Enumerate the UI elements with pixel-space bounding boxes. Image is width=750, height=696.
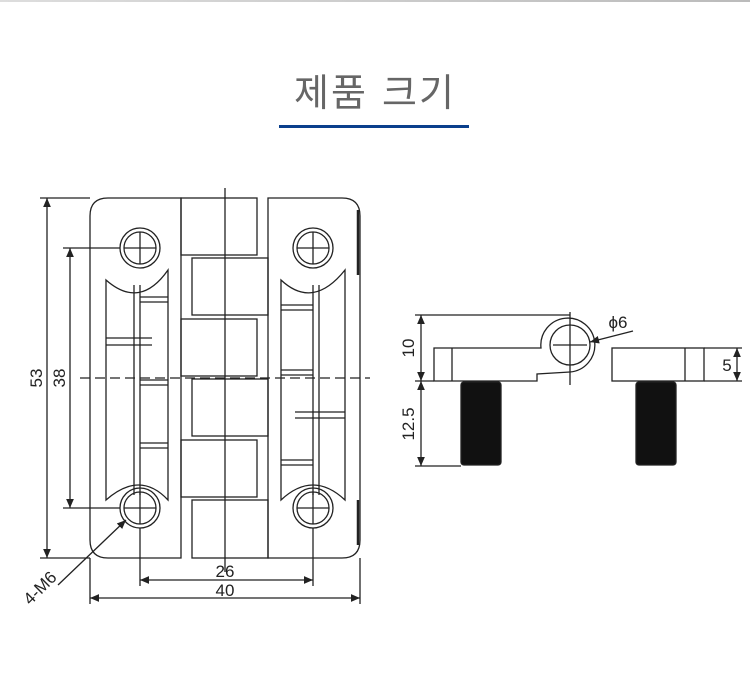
left-leaf [89,197,182,559]
mount-hole [119,227,161,269]
dim-pin-diameter: ϕ6 [609,313,628,332]
dim-26: 26 [216,562,235,581]
dim-40: 40 [216,581,235,600]
top-border [0,0,750,2]
mount-hole [119,487,161,529]
dim-12-5: 12.5 [399,407,418,440]
dim-5: 5 [722,356,731,375]
mount-hole [292,227,334,269]
dim-53: 53 [27,369,46,388]
mount-hole [292,487,334,529]
dim-38: 38 [50,369,69,388]
screw [635,381,677,466]
page-title: 제품 크기 [294,71,456,115]
right-leaf [267,197,361,559]
side-view: 10 12.5 5 ϕ6 [399,312,742,467]
title-underline [279,125,469,128]
screw [460,381,502,466]
thread-label: 4-M6 [20,568,61,609]
dim-10: 10 [399,339,418,358]
front-view: 53 38 26 40 4-M6 [20,188,370,609]
